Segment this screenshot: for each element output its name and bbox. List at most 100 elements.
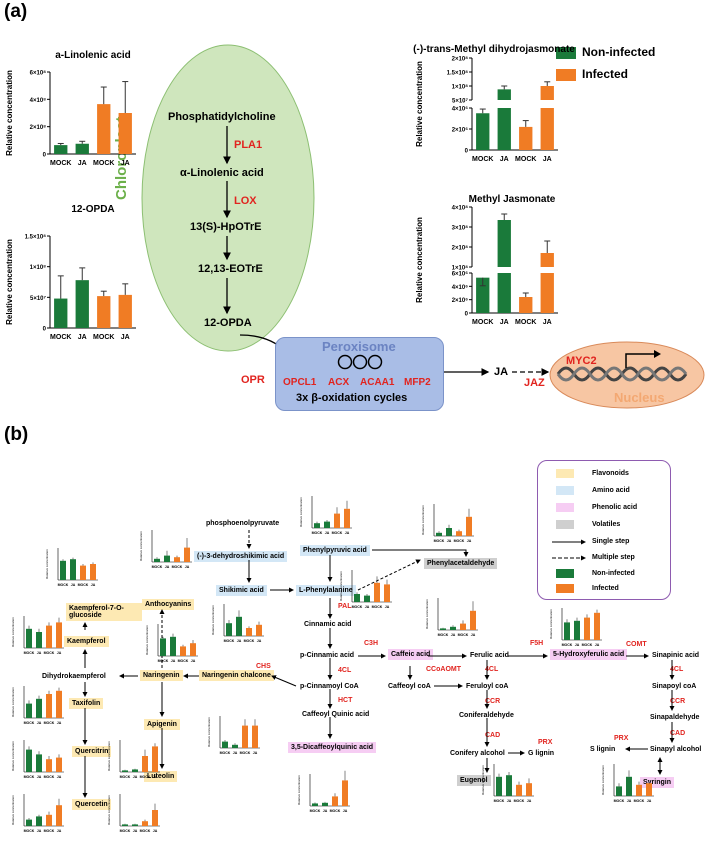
mini-y-axis-label: Relative concentration	[421, 505, 425, 535]
mini-bar	[122, 770, 128, 772]
mini-bar	[236, 616, 242, 636]
panel-a-label: (a)	[4, 1, 28, 22]
mini-bar	[170, 636, 176, 656]
y-tick-label: 4×10⁸	[30, 98, 47, 104]
node-phenylacetaldehyde: Phenylacetaldehyde	[424, 558, 498, 569]
enzyme-mfp2: MFP2	[404, 377, 431, 388]
x-tick-label: JA	[121, 334, 130, 341]
x-tick-label: JA	[543, 156, 552, 163]
mini-bar	[122, 824, 128, 826]
node-s-lignin: S lignin	[590, 746, 616, 753]
mini-bar	[516, 784, 522, 796]
x-tick-label: JA	[121, 160, 130, 167]
node-g-lignin: G lignin	[528, 750, 555, 757]
mini-bar	[70, 559, 76, 580]
node-conifery-alcohol: Conifery alcohol	[450, 750, 505, 757]
enzyme-pal: PAL	[338, 603, 352, 610]
mini-x-tick-label: JA	[507, 799, 512, 803]
node-caffeoylquinic: Caffeoyl Quinic acid	[302, 711, 370, 718]
mini-bar	[594, 612, 600, 640]
mini-bar	[226, 623, 232, 636]
mini-x-tick-label: JA	[627, 799, 632, 803]
mini-x-tick-label: JA	[595, 643, 600, 647]
mini-bar	[470, 610, 476, 630]
y-tick-label: 0	[43, 327, 47, 333]
mini-x-tick-label: JA	[253, 751, 258, 755]
mini-x-tick-label: JA	[447, 539, 452, 543]
mini-bar	[626, 776, 632, 796]
mini-x-tick-label: MOCK	[372, 605, 383, 609]
x-tick-label: JA	[78, 160, 87, 167]
mini-x-tick-label: MOCK	[614, 799, 625, 803]
mini-x-tick-label: MOCK	[332, 531, 343, 535]
mini-x-tick-label: JA	[257, 639, 262, 643]
mini-x-tick-label: JA	[191, 659, 196, 663]
mini-x-tick-label: JA	[647, 799, 652, 803]
bar	[476, 277, 490, 313]
enzyme-opr: OPR	[241, 374, 265, 386]
mini-y-axis-label: Relative concentration	[11, 795, 15, 825]
node-taxifolin: Taxifolin	[69, 698, 104, 709]
node-phenylpyruvic: Phenylpyruvic acid	[300, 545, 370, 556]
legend-b-infected-label: Infected	[592, 585, 619, 592]
chart-title: (-)-trans-Methyl dihydrojasmonate	[413, 44, 575, 55]
legend-single-step-label: Single step	[592, 538, 630, 545]
x-tick-label: MOCK	[50, 334, 71, 341]
legend-b-non-infected-swatch	[556, 569, 574, 578]
mini-bar	[154, 558, 160, 562]
node-kaempferol: Kaempferol	[64, 636, 109, 647]
mini-x-tick-label: JA	[57, 775, 62, 779]
node-dhs: (-)-3-dehydroshikimic acid	[194, 551, 288, 562]
node-apigenin: Apigenin	[144, 719, 180, 730]
enzyme-comt: COMT	[626, 641, 647, 648]
mini-x-tick-label: JA	[575, 643, 580, 647]
enzyme-jaz: JAZ	[524, 377, 545, 389]
mini-bar	[322, 802, 328, 806]
y-tick-label: 1×10⁸	[30, 265, 47, 271]
mini-y-axis-label: Relative concentration	[145, 625, 149, 655]
mini-x-tick-label: JA	[365, 605, 370, 609]
mini-x-tick-label: JA	[185, 565, 190, 569]
enzyme-opcl1: OPCL1	[283, 377, 317, 388]
y-axis-label: Relative concentration	[415, 217, 424, 303]
mini-bar	[324, 521, 330, 528]
mini-bar	[574, 620, 580, 640]
mini-x-tick-label: JA	[467, 539, 472, 543]
x-tick-label: JA	[500, 156, 509, 163]
legend-b-box	[537, 460, 671, 600]
mini-x-tick-label: MOCK	[172, 565, 183, 569]
mini-bar	[364, 595, 370, 602]
mini-x-tick-label: JA	[153, 829, 158, 833]
mini-bar	[160, 638, 166, 656]
bar-lower	[540, 108, 554, 150]
chart-title: a-Linolenic acid	[55, 50, 131, 61]
bar	[118, 113, 132, 154]
mini-x-tick-label: JA	[37, 651, 42, 655]
mini-bar	[312, 803, 318, 806]
y-tick-label: 2×10⁶	[452, 128, 469, 134]
mini-x-tick-label: MOCK	[240, 751, 251, 755]
mini-x-tick-label: MOCK	[44, 721, 55, 725]
y-tick-label: 4×10⁶	[452, 107, 469, 113]
y-tick-label: 5×10⁷	[30, 296, 47, 302]
mini-bar	[152, 810, 158, 826]
mini-bar	[56, 757, 62, 772]
mini-x-tick-label: JA	[237, 639, 242, 643]
x-tick-label: MOCK	[93, 160, 114, 167]
y-tick-label: 1×10⁸	[452, 85, 469, 91]
y-tick-label: 0	[43, 153, 47, 159]
mini-x-tick-label: MOCK	[352, 605, 363, 609]
legend-infected-swatch	[556, 69, 576, 81]
enzyme-4cl-b: 4CL	[485, 666, 499, 673]
legend-non-infected-label: Non-infected	[582, 45, 656, 59]
enzyme-ccoaomt: CCoAOMT	[426, 666, 461, 673]
y-axis-label: Relative concentration	[415, 61, 424, 147]
mini-bar	[46, 625, 52, 648]
mini-bar	[46, 759, 52, 772]
pathway-step-linolenic: α-Linolenic acid	[180, 167, 264, 179]
mini-bar	[242, 725, 248, 748]
beta-oxidation-cycles-icon	[337, 354, 383, 370]
enzyme-chs: CHS	[256, 663, 271, 670]
bar-upper	[497, 220, 511, 267]
